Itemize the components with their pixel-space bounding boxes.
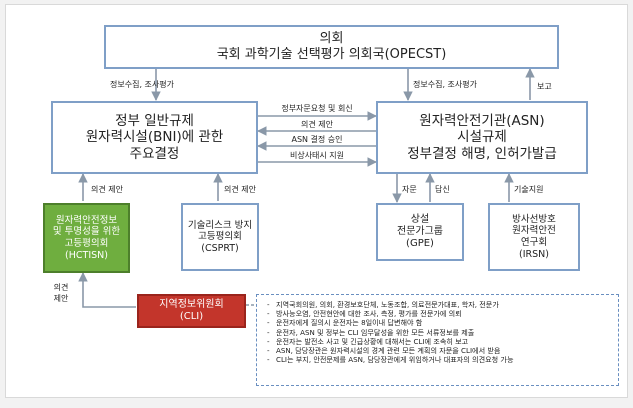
gpe-line-2: 전문가그룹 — [397, 225, 443, 237]
cli-line-2: (CLI) — [179, 311, 204, 322]
parliament-title: 의회 — [319, 31, 344, 47]
label-csprt-opinion: 의견 제안 — [224, 185, 256, 194]
hctisn-line-3: 고등평의회 — [64, 238, 109, 249]
label-hctisn-opinion: 의견 제안 — [91, 185, 123, 194]
government-box: 정부 일반규제 원자력시설(BNI)에 관한 주요결정 — [51, 101, 258, 174]
irsn-line-2: 원자력안전 — [512, 225, 556, 237]
cli-line-1: 지역정보위원회 — [159, 298, 224, 310]
gpe-box: 상설 전문가그룹 (GPE) — [376, 203, 464, 261]
hctisn-line-4: (HCTISN) — [65, 249, 108, 261]
hctisn-line-1: 원자력안전정보 — [55, 214, 118, 226]
irsn-line-4: (IRSN) — [519, 248, 549, 260]
cli-note-item: 운전자, ASN 및 정부는 CLI 임무달성을 위한 모든 서류정보를 제출 — [267, 328, 614, 337]
label-cli-opinion-2: 제안 — [53, 294, 69, 303]
cli-note-item: 운전자에게 질의시 운전자는 8일이내 답변해야 함 — [267, 318, 614, 327]
label-emergency: 비상사태시 지원 — [289, 151, 345, 160]
government-line-1: 정부 일반규제 — [115, 112, 194, 129]
government-line-2: 원자력시설(BNI)에 관한 — [85, 129, 224, 146]
label-asn-report: 보고 — [537, 82, 552, 91]
cli-note-item: 방사능오염, 안전현안에 대한 조사, 측정, 평가를 전문가에 의뢰 — [267, 309, 614, 318]
csprt-box: 기술리스크 방지 고등평의회 (CSPRT) — [181, 203, 259, 271]
asn-line-2: 시설규제 — [457, 129, 507, 146]
arrow-cli-to-hctisn — [78, 272, 136, 308]
cli-note-item: CLI는 부지, 안전문제를 ASN, 담당장관에게 위임하거나 대표자의 의견… — [267, 355, 614, 364]
irsn-line-1: 방사선방호 — [512, 213, 556, 225]
government-line-3: 주요결정 — [129, 145, 180, 162]
csprt-line-1: 기술리스크 방지 — [187, 219, 253, 231]
label-cli-opinion-1: 의견 — [53, 283, 69, 292]
csprt-line-2: 고등평의회 — [198, 231, 242, 243]
parliament-subtitle: 국회 과학기술 선택평가 의회국(OPECST) — [216, 47, 447, 62]
label-opinion: 의견 제안 — [301, 120, 333, 129]
cli-box: 지역정보위원회 (CLI) — [137, 294, 246, 328]
hctisn-box: 원자력안전정보 및 투명성을 위한 고등평의회 (HCTISN) — [43, 203, 130, 273]
asn-box: 원자력안전기관(ASN) 시설규제 정부결정 해명, 인허가발급 — [376, 101, 588, 174]
cli-note-item: 지역국회의원, 의회, 환경보호단체, 노동조합, 의료전문가대표, 학자, 전… — [267, 300, 614, 309]
label-asn-to-gpe: 자문 — [402, 185, 417, 194]
irsn-box: 방사선방호 원자력안전 연구회 (IRSN) — [488, 203, 580, 271]
parliament-box: 의회 국회 과학기술 선택평가 의회국(OPECST) — [104, 25, 559, 69]
asn-line-1: 원자력안전기관(ASN) — [419, 112, 545, 129]
org-diagram: 의회 국회 과학기술 선택평가 의회국(OPECST) 정부 일반규제 원자력시… — [5, 4, 628, 398]
irsn-line-3: 연구회 — [520, 237, 548, 248]
label-parl-to-gov: 정보수집, 조사평가 — [110, 80, 174, 89]
label-approval: ASN 결정 승인 — [291, 135, 343, 144]
gpe-line-1: 상설 — [410, 213, 430, 225]
hctisn-line-2: 및 투명성을 위한 — [52, 226, 121, 238]
csprt-line-3: (CSPRT) — [201, 242, 239, 254]
cli-note-item: 운전자는 발전소 사고 및 긴급상황에 대해서는 CLI에 조속히 보고 — [267, 337, 614, 346]
label-parl-to-asn: 정보수집, 조사평가 — [413, 80, 477, 89]
asn-line-3: 정부결정 해명, 인허가발급 — [407, 145, 557, 162]
connector-layer — [78, 68, 535, 308]
label-gpe-to-asn: 답신 — [435, 185, 450, 194]
label-request-reply: 정부자문요청 및 회신 — [281, 104, 353, 113]
cli-notes-list: 지역국회의원, 의회, 환경보호단체, 노동조합, 의료전문가대표, 학자, 전… — [256, 294, 619, 386]
gpe-line-3: (GPE) — [406, 238, 434, 250]
label-irsn-support: 기술지원 — [514, 185, 544, 194]
cli-note-item: ASN, 담당장관은 원자력시설의 경계 관련 모든 계획의 자문을 CLI에서… — [267, 346, 614, 355]
